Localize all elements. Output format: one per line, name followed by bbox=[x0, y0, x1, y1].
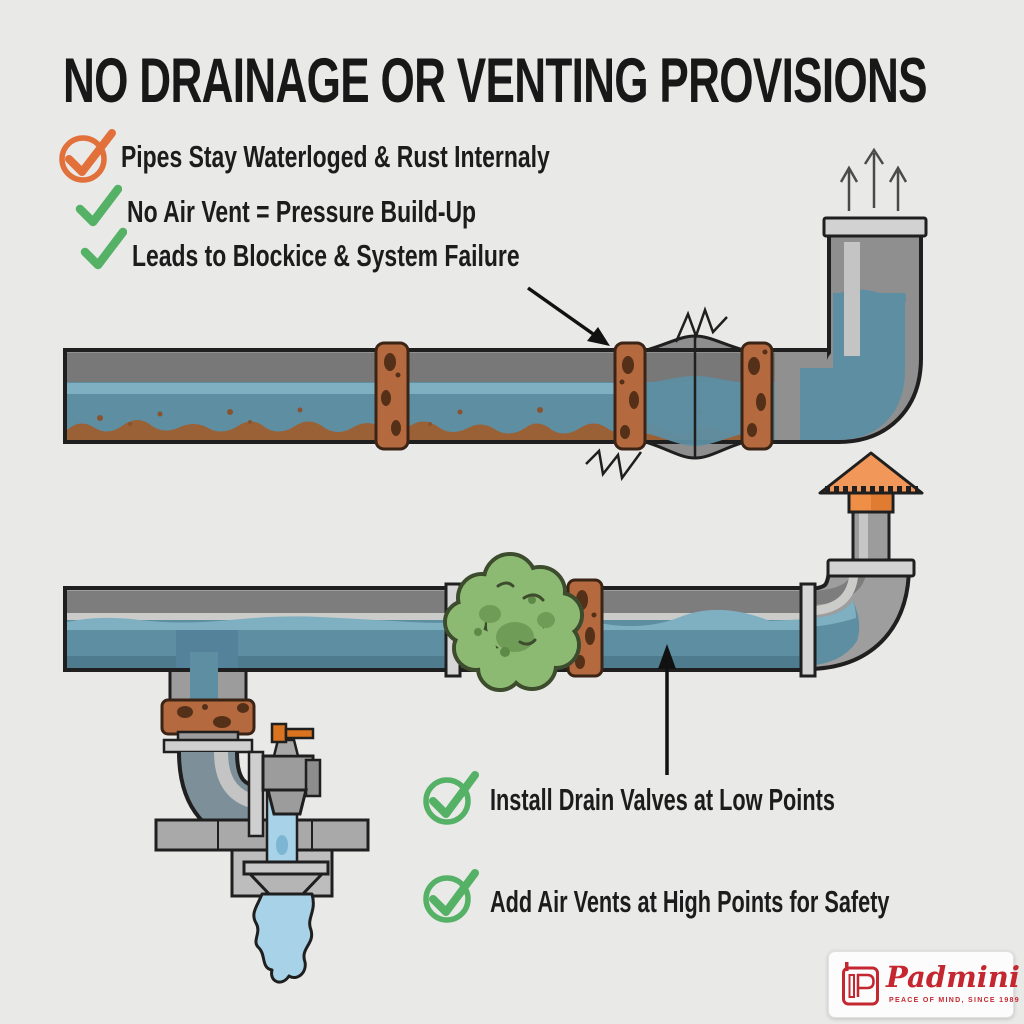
rust-coupling bbox=[613, 341, 647, 451]
annotation-arrow-drain bbox=[658, 644, 676, 775]
water-surface bbox=[67, 609, 808, 630]
pipe-highlight-band bbox=[67, 613, 808, 623]
upper-pipe-illustration bbox=[63, 147, 928, 482]
stress-marks bbox=[585, 306, 728, 482]
moss-blockage-icon bbox=[443, 552, 584, 692]
pipe-top-band bbox=[67, 591, 808, 613]
tee-water-column bbox=[190, 652, 218, 704]
page-title-text: NO DRAINAGE OR VENTING PROVISIONS bbox=[63, 46, 928, 116]
solution-item: Install Drain Valves at Low Points bbox=[490, 784, 983, 815]
vent-cap bbox=[818, 451, 924, 578]
annotation-arrow-burst bbox=[526, 286, 610, 346]
rust-coupling bbox=[374, 341, 410, 451]
valve-stem bbox=[272, 738, 300, 758]
sediment bbox=[67, 407, 768, 440]
pipe-elbow-up bbox=[800, 230, 923, 444]
pipe-flange bbox=[799, 582, 817, 678]
air-flow-arrows-icon bbox=[839, 147, 908, 211]
problem-item: Leads to Blockice & System Failure bbox=[132, 240, 656, 271]
problem-item: Pipes Stay Waterloged & Rust Internaly bbox=[121, 141, 700, 172]
solution-item: Add Air Vents at High Points for Safety bbox=[490, 886, 1024, 917]
page-title: NO DRAINAGE OR VENTING PROVISIONS bbox=[63, 50, 1024, 113]
brand-name: Padmini bbox=[886, 960, 1020, 994]
drained-water-puddle bbox=[252, 892, 315, 984]
solution-label: Add Air Vents at High Points for Safety bbox=[490, 884, 890, 919]
circled-check-icon bbox=[56, 126, 118, 184]
valve-handle-arm bbox=[284, 727, 315, 740]
pipe-elbow-up bbox=[804, 564, 911, 671]
problem-label: Leads to Blockice & System Failure bbox=[132, 238, 520, 273]
pipe-top-band bbox=[67, 353, 775, 382]
vent-flange bbox=[822, 216, 928, 238]
problem-label: No Air Vent = Pressure Build-Up bbox=[127, 194, 477, 229]
valve-handle-icon bbox=[270, 722, 288, 744]
circled-check-icon bbox=[421, 768, 481, 826]
padmini-p-icon bbox=[840, 961, 882, 1008]
water-highlight bbox=[67, 383, 627, 394]
brand-tagline: PEACE OF MIND, SINCE 1989 bbox=[889, 997, 1020, 1004]
lower-pipe-illustration bbox=[63, 451, 924, 984]
check-icon bbox=[74, 184, 122, 228]
problem-label: Pipes Stay Waterloged & Rust Internaly bbox=[121, 139, 550, 174]
solution-label: Install Drain Valves at Low Points bbox=[490, 782, 835, 817]
rust-coupling bbox=[740, 341, 774, 451]
circled-check-icon bbox=[421, 866, 481, 924]
check-icon bbox=[79, 227, 127, 271]
problem-item: No Air Vent = Pressure Build-Up bbox=[127, 196, 599, 227]
drain-valve-assembly bbox=[154, 698, 370, 984]
burst-crack bbox=[640, 337, 752, 457]
water-shadow bbox=[67, 656, 808, 668]
